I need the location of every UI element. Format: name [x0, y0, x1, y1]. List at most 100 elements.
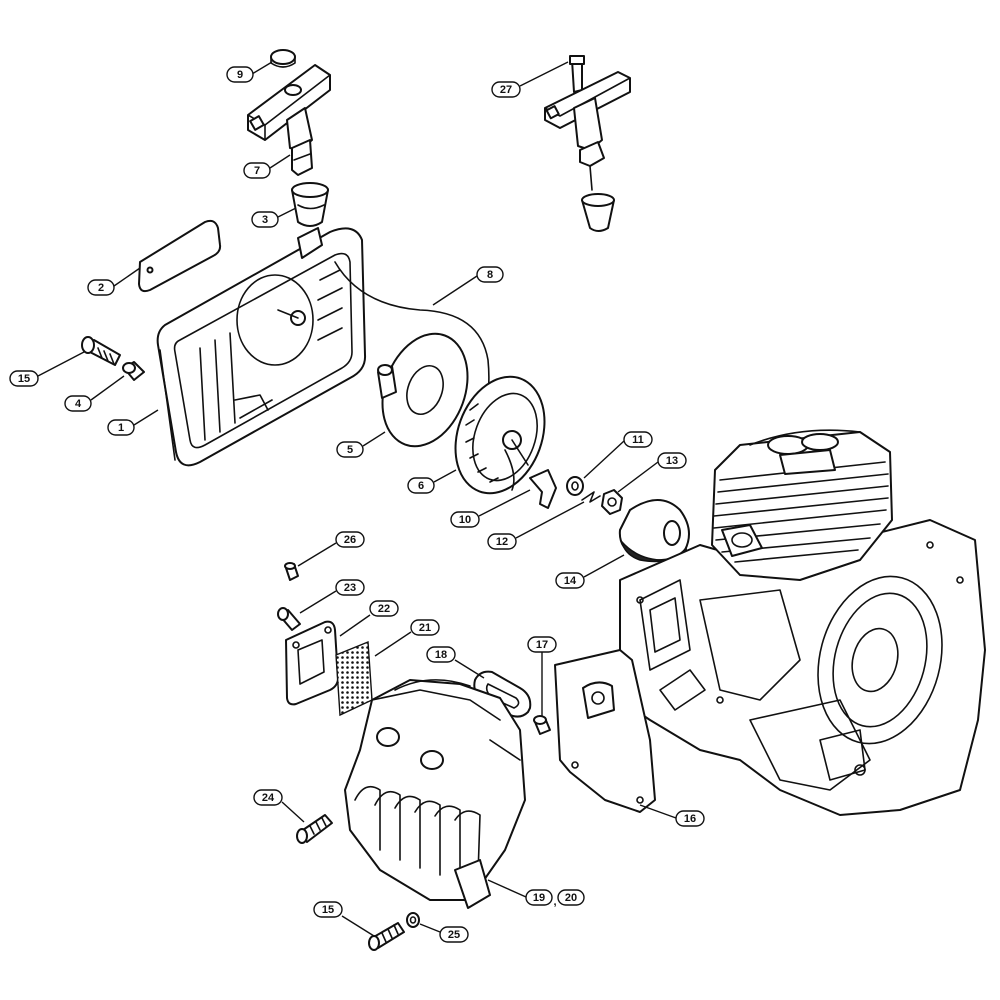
leader-7 [269, 154, 291, 169]
washer-part [566, 476, 584, 496]
muffler-part [344, 679, 526, 909]
svg-text:25: 25 [448, 929, 460, 941]
callout-13: 13 [657, 452, 687, 469]
callout-11: 11 [623, 431, 653, 448]
rope-guide-bush-part [291, 182, 329, 227]
callout-8: 8 [476, 266, 504, 283]
svg-text:22: 22 [378, 603, 390, 615]
leader-15-upper [37, 351, 85, 377]
spacer-part [122, 361, 145, 381]
svg-text:20: 20 [565, 892, 577, 904]
svg-text:15: 15 [18, 373, 30, 385]
nut-part [601, 489, 623, 515]
leader-27 [519, 61, 569, 87]
leader-26 [297, 542, 337, 567]
leader-24 [281, 801, 305, 823]
leader-12 [515, 501, 585, 539]
callout-2: 2 [87, 279, 115, 296]
heat-shield-part [554, 649, 656, 813]
leader-23 [299, 590, 337, 614]
callout-1: 1 [107, 419, 135, 436]
callout-9: 9 [226, 66, 254, 83]
leader-2 [113, 267, 141, 287]
rewind-pulley-part [454, 375, 546, 495]
washer-lower-part [406, 912, 420, 928]
svg-text:15: 15 [322, 904, 334, 916]
muffler-bolt-part [296, 814, 333, 844]
cylinder-part [711, 429, 893, 581]
leader-9 [251, 61, 273, 75]
leader-3 [277, 207, 297, 218]
svg-text:8: 8 [487, 269, 493, 281]
svg-text:1: 1 [118, 422, 124, 434]
flywheel-part [618, 499, 690, 563]
callout-10: 10 [450, 511, 480, 528]
leader-22 [339, 614, 371, 637]
svg-text:26: 26 [344, 534, 356, 546]
leader-6 [433, 469, 457, 483]
callout-16: 16 [675, 810, 705, 827]
svg-text:9: 9 [237, 69, 243, 81]
svg-text:27: 27 [500, 84, 512, 96]
cover-plate-part [138, 219, 222, 293]
svg-text:14: 14 [564, 575, 577, 587]
callout-18: 18 [426, 646, 456, 663]
svg-text:21: 21 [419, 622, 431, 634]
callout-6: 6 [407, 477, 435, 494]
callout-14: 14 [555, 572, 585, 589]
svg-text:2: 2 [98, 282, 104, 294]
leader-4 [90, 375, 125, 401]
svg-text:11: 11 [632, 434, 644, 446]
svg-text:7: 7 [254, 165, 260, 177]
callout-26: 26 [335, 531, 365, 548]
leader-21 [374, 631, 412, 657]
callout-23: 23 [335, 579, 365, 596]
muffler-screw-part [277, 607, 301, 631]
callout-20: 20 [557, 889, 585, 906]
svg-text:19: 19 [533, 892, 545, 904]
svg-text:23: 23 [344, 582, 356, 594]
spark-arrestor-screen-part [335, 640, 373, 717]
callout-21: 21 [410, 619, 440, 636]
spring-clip-part [581, 491, 601, 503]
callout-27: 27 [491, 81, 521, 98]
leader-5 [362, 431, 386, 447]
leader-1 [133, 409, 159, 426]
alt-starter-grip-part [544, 55, 631, 232]
svg-text:3: 3 [262, 214, 268, 226]
callout-17: 17 [527, 636, 557, 653]
callout-24: 24 [253, 789, 283, 806]
leader-13 [617, 461, 659, 493]
cover-screw-part [533, 715, 551, 735]
callout-5: 5 [336, 441, 364, 458]
svg-text:18: 18 [435, 649, 447, 661]
svg-text:6: 6 [418, 480, 424, 492]
svg-text:5: 5 [347, 444, 353, 456]
svg-text:4: 4 [75, 398, 82, 410]
callout-22: 22 [369, 600, 399, 617]
svg-text:12: 12 [496, 536, 508, 548]
callout-15-lower: 15 [313, 901, 343, 918]
svg-text:16: 16 [684, 813, 696, 825]
pawl-part [529, 469, 557, 509]
svg-text:17: 17 [536, 639, 548, 651]
callout-7: 7 [243, 162, 271, 179]
callout-4: 4 [64, 395, 92, 412]
leader-16 [639, 804, 677, 819]
callout-12: 12 [487, 533, 517, 550]
leader-25 [419, 923, 441, 933]
callout-15-upper: 15 [9, 370, 39, 387]
leader-8 [432, 275, 478, 306]
leader-18 [454, 659, 485, 679]
screw-lower-part [368, 922, 405, 951]
small-screw-part [284, 562, 299, 581]
rope-rotor-part [377, 332, 469, 448]
svg-text:10: 10 [459, 514, 471, 526]
svg-text:24: 24 [262, 792, 275, 804]
handle-cap-part [270, 49, 296, 68]
callout-separator: , [553, 896, 556, 908]
fan-housing-part [156, 227, 367, 467]
callout-19: 19 [525, 889, 553, 906]
gasket-plate-part [285, 620, 339, 706]
screw-upper-part [81, 336, 121, 366]
